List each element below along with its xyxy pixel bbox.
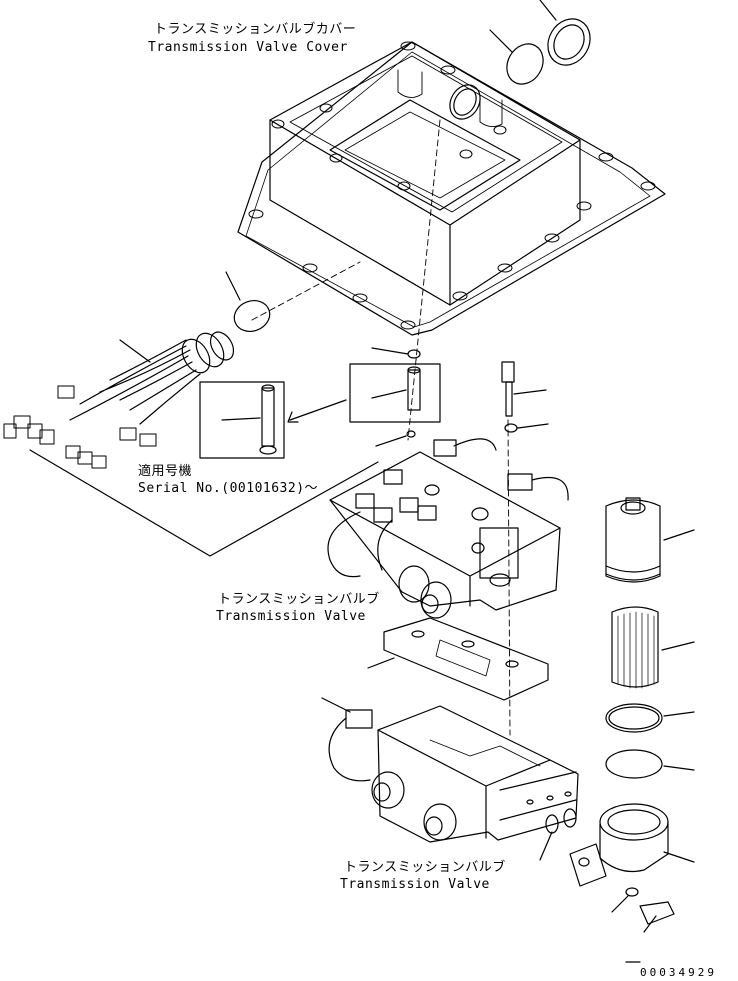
cover-label-en: Transmission Valve Cover bbox=[148, 40, 348, 55]
serial-label-jp: 適用号機 bbox=[138, 464, 193, 479]
detail-box-new bbox=[199, 381, 347, 459]
cover-label-jp: トランスミッションバルブカバー bbox=[154, 22, 357, 37]
valve2-label-jp: トランスミッションバルブ bbox=[344, 860, 506, 875]
detail-box-old bbox=[349, 347, 441, 423]
o-ring-top bbox=[449, 0, 591, 120]
valve-cover bbox=[237, 41, 666, 336]
seal-ring bbox=[233, 300, 271, 332]
transmission-valve-lower bbox=[321, 697, 579, 861]
bolt-top bbox=[375, 361, 549, 447]
valve1-label-jp: トランスミッションバルブ bbox=[218, 592, 380, 607]
drawing-number: 00034929 bbox=[640, 966, 717, 979]
transmission-valve-upper bbox=[327, 438, 569, 619]
valve1-label-en: Transmission Valve bbox=[216, 609, 366, 624]
serial-label-en: Serial No.(00101632)～ bbox=[138, 481, 319, 496]
assembly-lines bbox=[251, 119, 511, 736]
wire-harness bbox=[3, 331, 379, 557]
filter-assembly bbox=[569, 497, 695, 963]
valve2-label-en: Transmission Valve bbox=[340, 877, 490, 892]
gasket bbox=[367, 617, 549, 701]
